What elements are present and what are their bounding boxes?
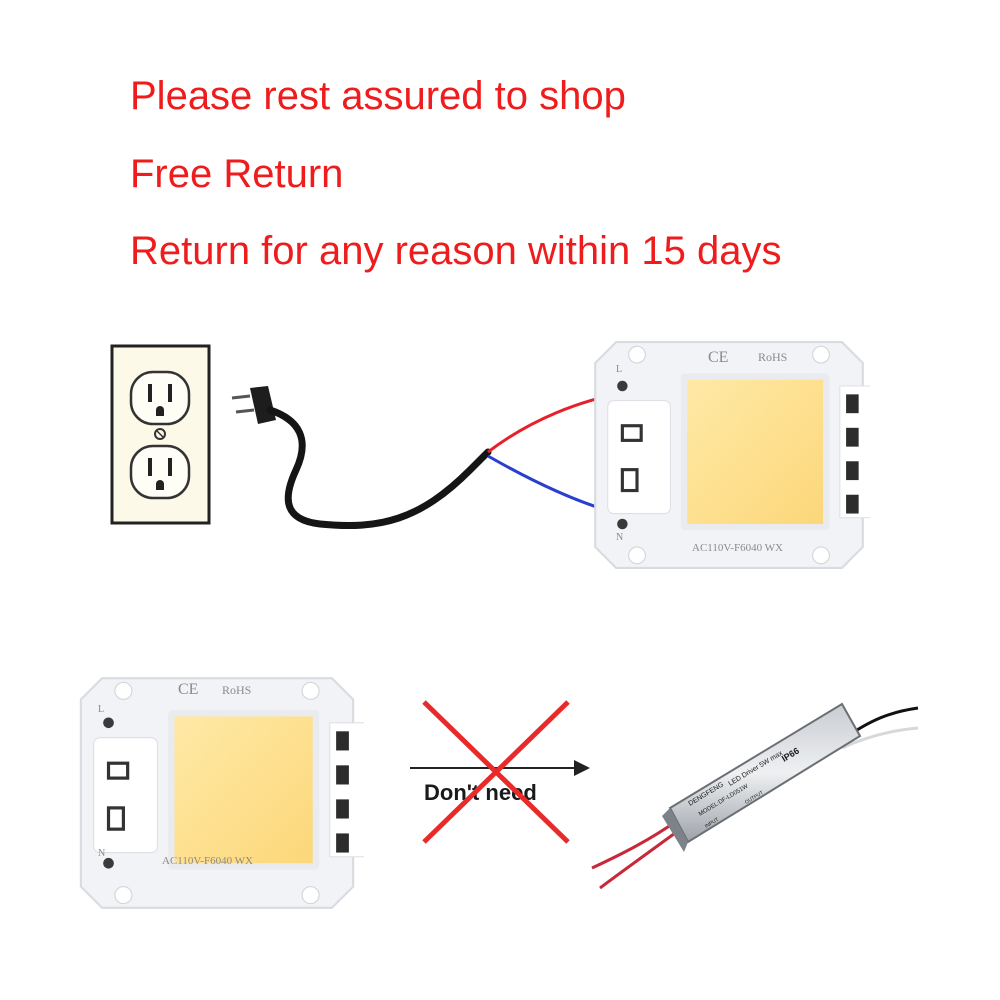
cross-out-icon <box>422 700 570 844</box>
cob-led-chip-main: CE RoHS AC110V-F6040 WX L N <box>593 340 870 570</box>
rohs-mark: RoHS <box>758 350 787 364</box>
wall-outlet-icon <box>110 344 211 525</box>
power-plug-icon <box>231 386 492 530</box>
terminal-live-label: L <box>616 364 622 375</box>
terminal-neutral-label-2: N <box>98 848 105 859</box>
model-label-2: AC110V-F6040 WX <box>162 855 253 867</box>
led-driver-image: DENGFENG LED Driver 5W max IP66 MODEL:DF… <box>591 702 919 890</box>
headline-free-return: Free Return <box>130 152 344 196</box>
rohs-mark-2: RoHS <box>222 683 251 697</box>
cob-led-chip-secondary: CE RoHS AC110V-F6040 WX L N <box>79 676 364 910</box>
headline-reassurance: Please rest assured to shop <box>130 74 626 118</box>
terminal-neutral-label: N <box>616 532 623 543</box>
dont-need-panel: Don't need <box>410 700 590 844</box>
ce-mark-2: CE <box>178 681 198 698</box>
terminal-live-label-2: L <box>98 704 104 715</box>
headline-return-policy: Return for any reason within 15 days <box>130 229 782 273</box>
ce-mark: CE <box>708 349 728 366</box>
model-label: AC110V-F6040 WX <box>692 542 783 554</box>
